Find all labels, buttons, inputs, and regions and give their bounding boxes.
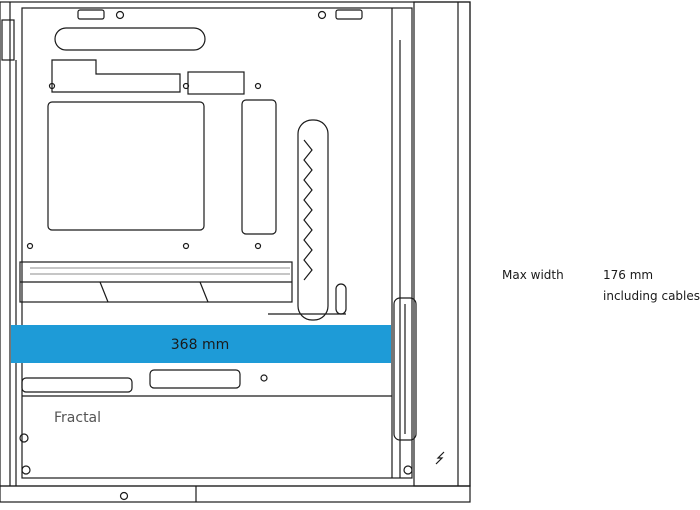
standoff [182,242,190,250]
brand-logo: Fractal [54,410,101,426]
bottom-right-screw [403,465,413,475]
standoff [182,82,190,90]
cpu-backplate-cutout [47,101,205,231]
tray-cutout-top-left [51,59,181,93]
standoff [254,82,262,90]
top-cable-slot [54,27,206,51]
lower-slot-1 [21,377,133,393]
standoff [260,374,268,382]
standoff [26,242,34,250]
radiator-tubing [303,139,313,281]
gpu-shroud-accent [99,281,209,303]
bottom-left-screw [21,465,31,475]
gpu-fins [30,267,290,275]
pump-fitting [335,283,347,315]
left-top-bracket [1,19,15,61]
standoff [48,82,56,90]
top-latch-right [335,9,363,20]
tray-cutout-vertical [241,99,277,235]
fractal-mark-icon [435,451,445,465]
gpu-length-label: 368 mm [171,337,229,353]
base-button [119,491,129,501]
max-width-label: Max width [502,268,564,282]
case-base [0,485,471,503]
max-width-note: including cables [603,289,700,303]
tray-cutout-top-mid [187,71,245,95]
psu-screw [19,433,29,443]
standoff [254,242,262,250]
max-width-value: 176 mm [603,268,654,282]
top-screw-right [317,10,327,20]
lower-slot-2 [149,369,241,389]
front-fan-frame [393,297,417,441]
gpu-length-bar [11,325,391,363]
radiator-bracket [297,119,329,321]
side-panel-right [413,1,471,487]
top-screw-left [115,10,125,20]
inner-chamber [21,7,413,479]
top-latch-left [77,9,105,20]
